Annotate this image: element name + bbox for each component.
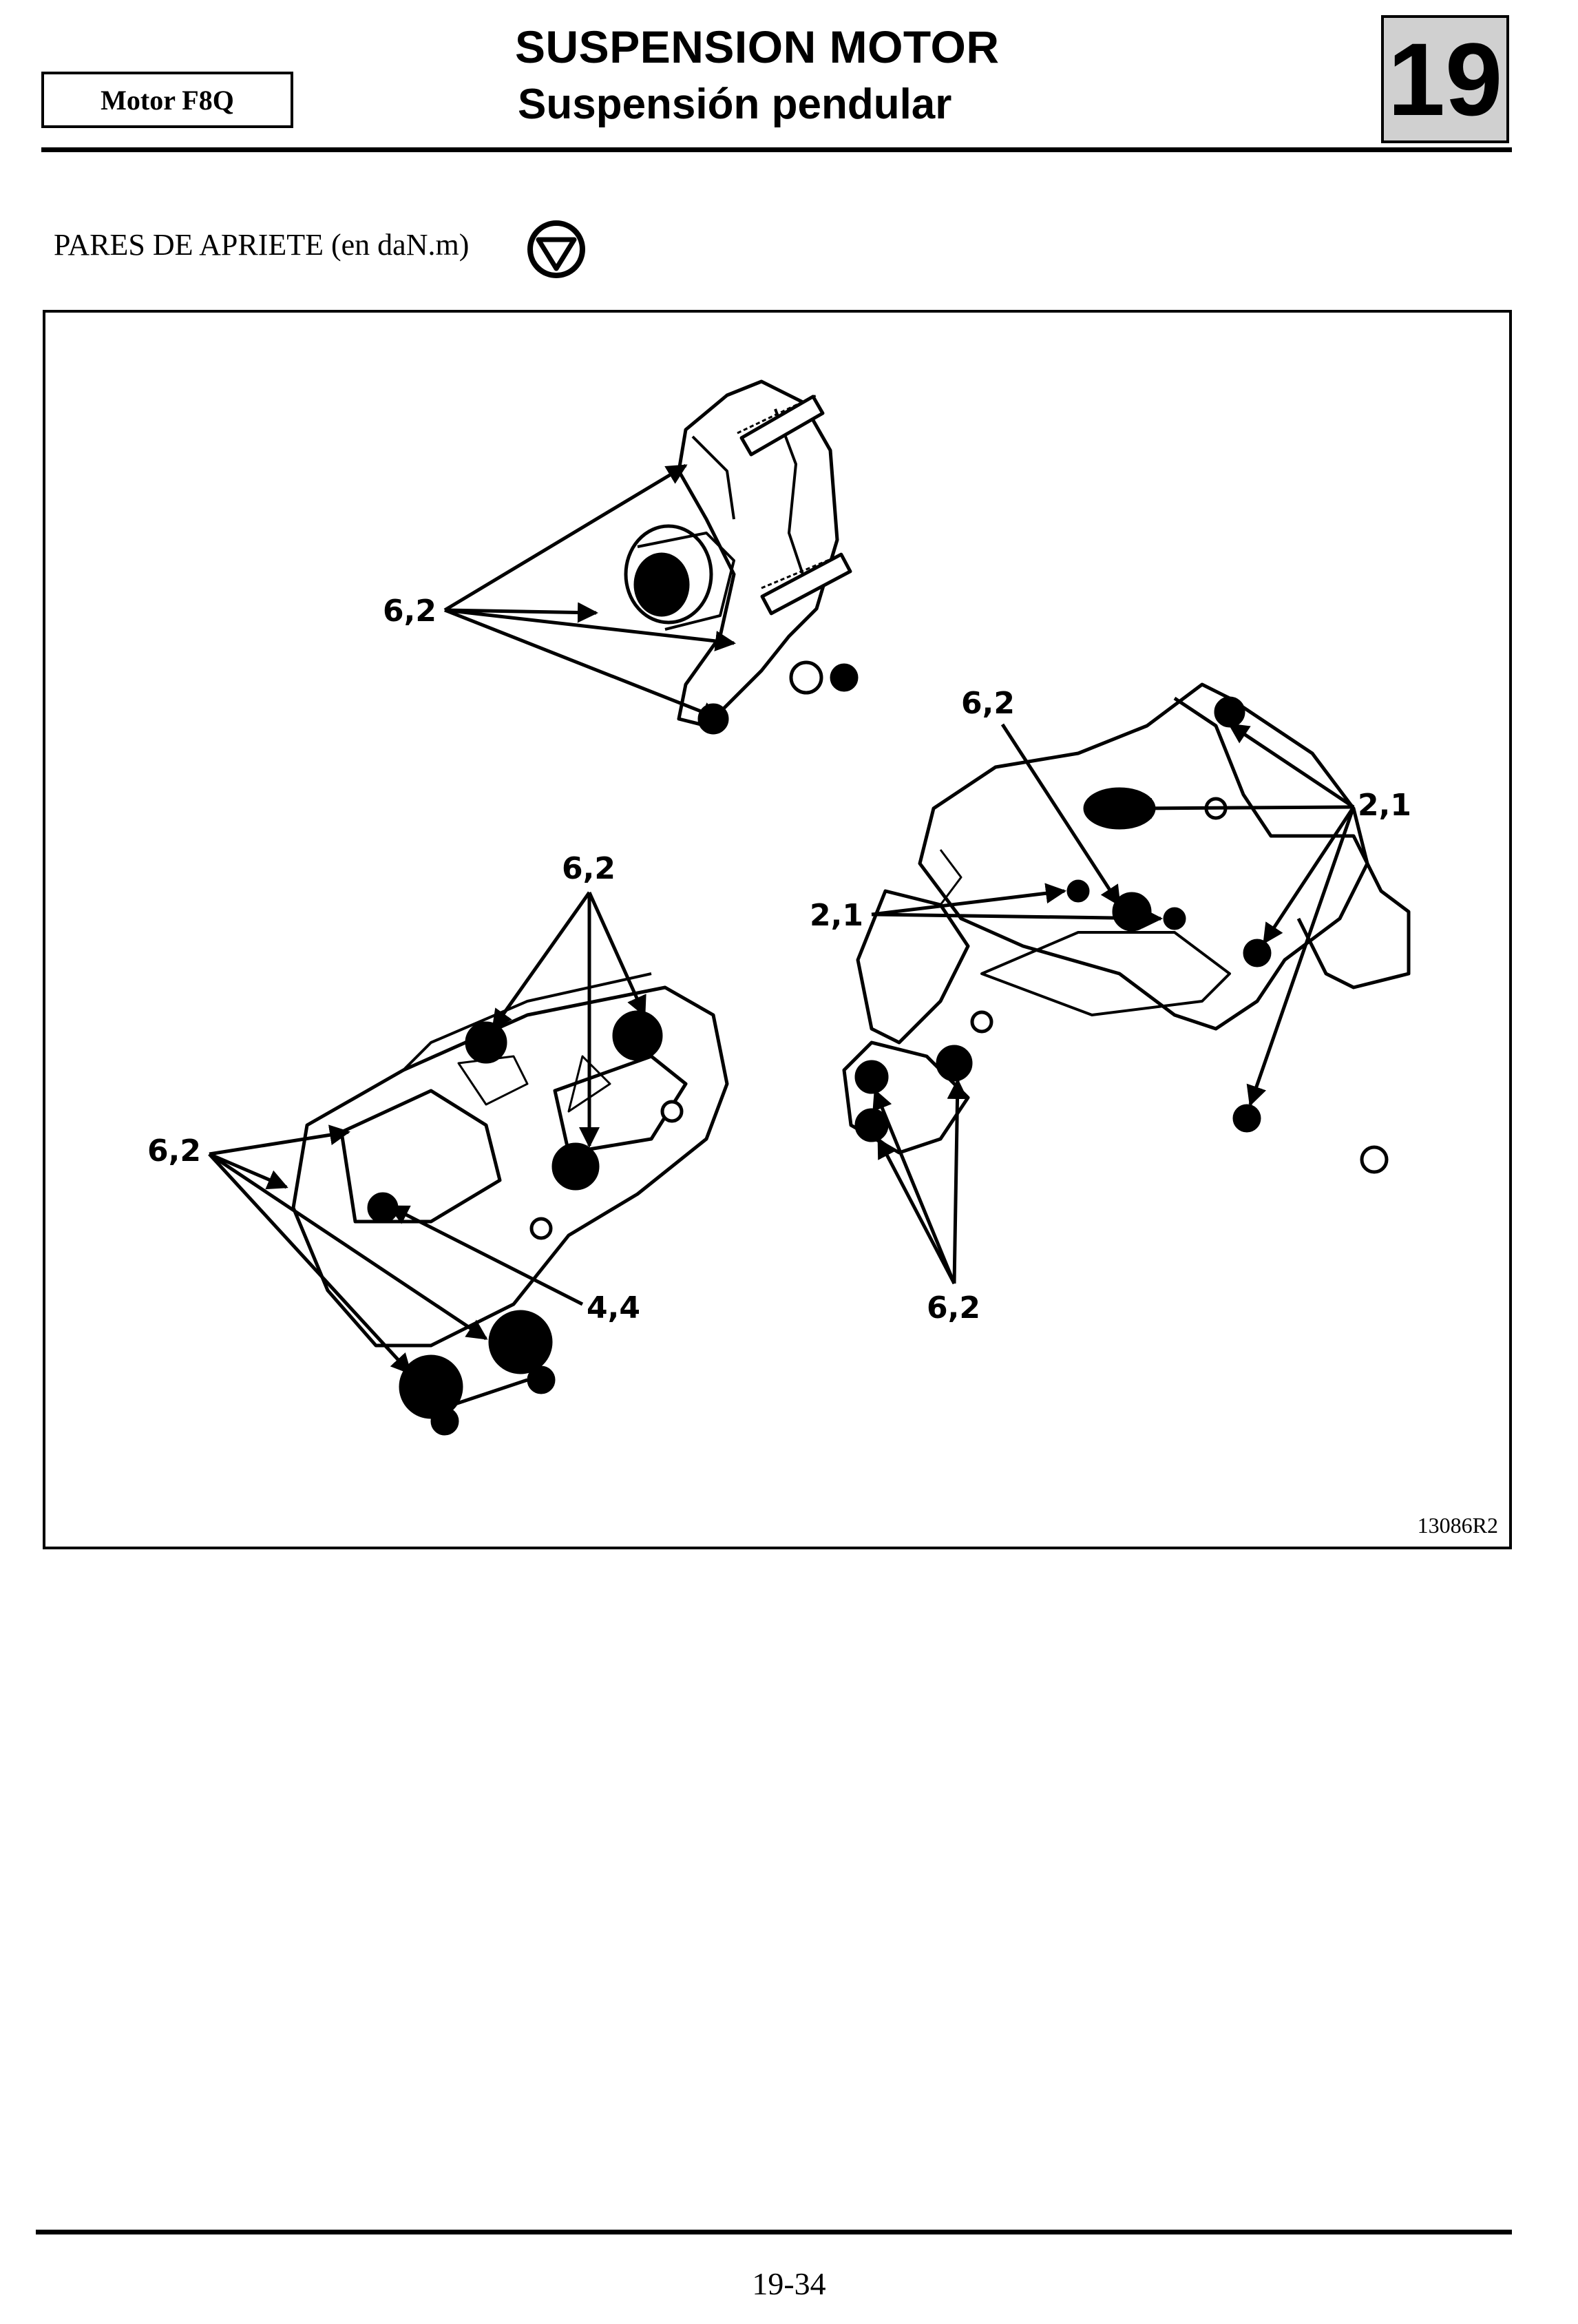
callout-arrows-upper <box>443 463 736 722</box>
callout-lines-lower-left-join <box>444 1378 528 1410</box>
callout-arrows-lower-left-top <box>491 891 646 1148</box>
callout-right-left: 2,1 <box>810 898 863 933</box>
callout-lower-left-bolt: 4,4 <box>587 1290 640 1326</box>
callout-lower-left-side: 6,2 <box>147 1133 201 1169</box>
figure-frame: 6,2 6,2 <box>43 310 1512 1549</box>
upper-mount-drawing <box>624 379 859 735</box>
chapter-number: 19 <box>1381 15 1509 143</box>
callout-right-top: 6,2 <box>961 686 1015 721</box>
engine-label: Motor F8Q <box>41 72 293 128</box>
torque-heading: PARES DE APRIETE (en daN.m) <box>54 228 470 262</box>
callout-arrows-right-bottom <box>872 1078 968 1285</box>
page-subtitle: Suspensión pendular <box>518 81 952 128</box>
callout-right-right: 2,1 <box>1358 788 1411 823</box>
callout-arrows-right-left <box>871 883 1163 929</box>
callout-upper-mount: 6,2 <box>383 594 436 629</box>
callout-arrows-lower-left-side <box>208 1124 488 1375</box>
torque-wrench-icon <box>527 220 585 278</box>
engine-mount-illustration: 6,2 6,2 <box>147 379 1411 1436</box>
gearbox-mount-drawing <box>291 972 729 1436</box>
page-number: 19-34 <box>752 2266 826 2301</box>
figure-reference: 13086R2 <box>1417 1513 1498 1538</box>
right-mount-drawing <box>842 682 1411 1174</box>
callout-arrows-right-right <box>1131 722 1356 1107</box>
callout-right-bottom: 6,2 <box>927 1290 980 1326</box>
footer-rule <box>36 2230 1512 2234</box>
callout-arrow-lower-left-bolt <box>388 1204 584 1306</box>
header-rule <box>41 147 1512 152</box>
callout-lower-left-top: 6,2 <box>562 851 616 886</box>
callout-arrow-right-top <box>1000 723 1122 907</box>
page-title: SUSPENSION MOTOR <box>515 21 1000 72</box>
